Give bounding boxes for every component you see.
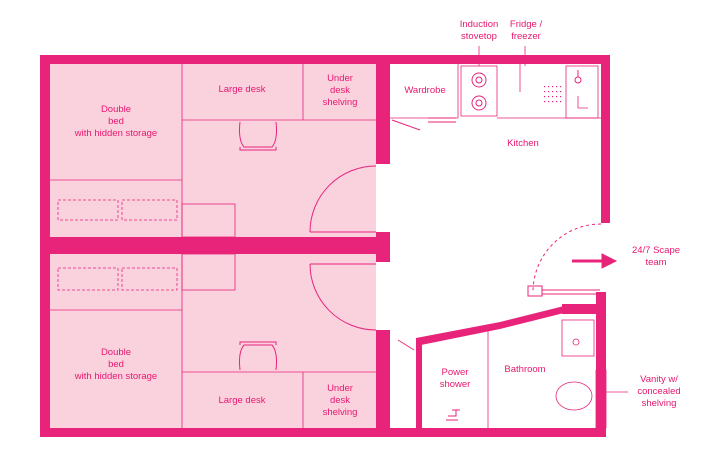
top-shelving-label: Under desk shelving: [322, 73, 358, 108]
outer-walls: [40, 55, 610, 437]
induction-label: Induction stovetop: [459, 19, 499, 42]
shower-icon: [446, 409, 460, 421]
leader-lines: [478, 46, 526, 66]
chair-icon: [239, 341, 277, 371]
sink-icon: [574, 70, 582, 84]
top-desk-label: Large desk: [218, 84, 266, 95]
entrance-door: [527, 223, 602, 297]
top-bedroom-floor: [50, 64, 376, 237]
vanity-label: Vanity w/ concealed shelving: [637, 374, 681, 409]
wardrobe-door: [391, 117, 456, 131]
bottom-bedroom-floor: [50, 254, 376, 428]
scape-team-label: 24/7 Scape team: [631, 245, 681, 268]
bathroom-fixtures: [397, 319, 607, 429]
interior-walls: [50, 64, 596, 428]
bedroom-furniture: [50, 64, 376, 428]
door-swing: [309, 165, 377, 331]
top-bed-label: Double bed with hidden storage: [74, 104, 158, 139]
chair-icon: [239, 121, 277, 151]
bottom-desk-label: Large desk: [218, 395, 266, 406]
bathroom-walls: [416, 306, 564, 428]
drainer-dots: [544, 86, 562, 103]
wardrobe-label: Wardrobe: [404, 85, 446, 96]
bottom-bed-label: Double bed with hidden storage: [74, 347, 158, 382]
bottom-shelving-label: Under desk shelving: [322, 383, 358, 418]
fridge-label: Fridge / freezer: [509, 19, 543, 42]
kitchen-label: Kitchen: [507, 138, 539, 149]
stovetop-icon: [471, 72, 487, 111]
power-shower-label: Power shower: [439, 367, 471, 390]
bathroom-label: Bathroom: [504, 364, 546, 375]
arrow-right-icon: [572, 253, 618, 269]
